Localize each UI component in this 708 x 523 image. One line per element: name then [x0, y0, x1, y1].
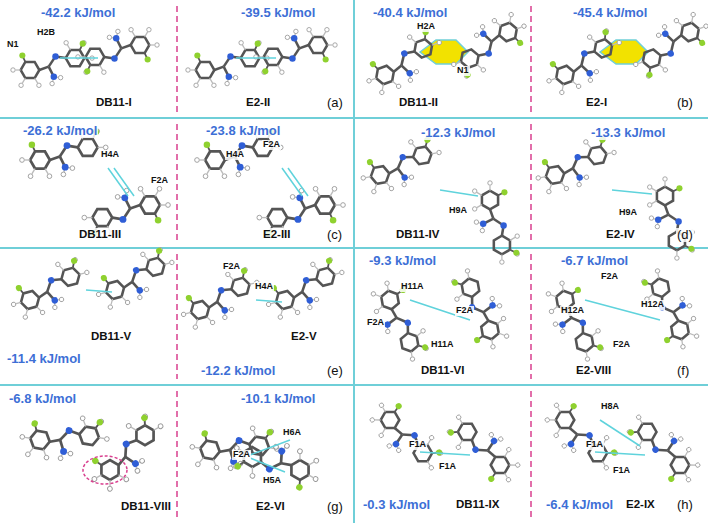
panel-letter: (h)	[676, 498, 694, 512]
atom-label: H4A	[254, 282, 274, 292]
atom-label: F2A	[222, 262, 241, 272]
energy-value: -9.3 kJ/mol	[368, 254, 437, 268]
dimer-name: DB11-II	[398, 96, 439, 109]
atom-label: H4A	[100, 150, 120, 160]
atom-label: F2A	[150, 176, 169, 186]
energy-value: -13.3 kJ/mol	[590, 126, 666, 140]
atom-label: H12A	[640, 300, 665, 310]
dimer-name: DB11-VIII	[120, 500, 172, 513]
dimer-name: DB11-IX	[455, 498, 500, 511]
dimer-name: DB11-V	[90, 330, 132, 343]
atom-label: N1	[456, 66, 470, 76]
dimer-name: DB11-VI	[420, 364, 465, 377]
energy-value: -6.4 kJ/mol	[545, 498, 614, 512]
atom-label: F1A	[585, 440, 604, 450]
atom-label: H11A	[400, 282, 425, 292]
atom-label: H2B	[36, 28, 56, 38]
atom-label: H8A	[600, 402, 620, 412]
energy-value: -6.8 kJ/mol	[8, 392, 77, 406]
atom-label: H9A	[448, 206, 468, 216]
atom-label: N1	[6, 40, 20, 50]
atom-label: F1A	[612, 466, 631, 476]
energy-value: -10.1 kJ/mol	[240, 392, 316, 406]
energy-value: -12.2 kJ/mol	[200, 364, 276, 378]
dimer-name: E2-I	[585, 96, 608, 109]
atom-label: F2A	[232, 450, 251, 460]
dimer-name: DB11-I	[95, 96, 133, 109]
panel-letter: (g)	[326, 500, 344, 514]
atom-label: F2A	[262, 140, 281, 150]
dimer-name: E2-VIII	[575, 364, 612, 377]
panel-letter: (a)	[326, 96, 344, 110]
energy-value: -0.3 kJ/mol	[362, 498, 431, 512]
atom-label: F2A	[366, 318, 385, 328]
atom-label: F1A	[408, 440, 427, 450]
dimer-name: DB11-III	[78, 228, 122, 241]
panel-letter: (b)	[676, 96, 694, 110]
energy-value: -11.4 kJ/mol	[6, 352, 82, 366]
energy-value: -39.5 kJ/mol	[240, 6, 316, 20]
atom-label: H4A	[225, 150, 245, 160]
atom-label: H6A	[282, 428, 302, 438]
energy-value: -23.8 kJ/mol	[205, 124, 281, 138]
energy-value: -26.2 kJ/mol	[22, 124, 98, 138]
energy-value: -12.3 kJ/mol	[420, 126, 496, 140]
atom-label: F2A	[612, 340, 631, 350]
panel-letter: (e)	[326, 364, 344, 378]
dimer-name: E2-II	[245, 96, 271, 109]
panel-letter: (f)	[676, 364, 690, 378]
dimer-name: E2-V	[290, 330, 318, 343]
energy-value: -45.4 kJ/mol	[572, 6, 648, 20]
dimer-name: E2-III	[262, 228, 291, 241]
atom-label: F1A	[438, 462, 457, 472]
energy-value: -6.7 kJ/mol	[560, 254, 629, 268]
atom-label: H5A	[262, 476, 282, 486]
atom-label: H11A	[430, 340, 455, 350]
atom-label: F2A	[455, 306, 474, 316]
dimer-name: E2-IX	[625, 498, 656, 511]
atom-label: H9A	[618, 208, 638, 218]
atom-label: F2A	[600, 272, 619, 282]
panel-letter: (c)	[326, 228, 343, 242]
panel-letter: (d)	[676, 228, 694, 242]
atom-label: H12A	[560, 306, 585, 316]
energy-value: -42.2 kJ/mol	[40, 6, 116, 20]
atom-label: H2A	[416, 22, 436, 32]
dimer-name: E2-IV	[605, 228, 636, 241]
dimer-name: DB11-IV	[395, 228, 440, 241]
dimer-name: E2-VI	[255, 500, 286, 513]
energy-value: -40.4 kJ/mol	[372, 6, 448, 20]
